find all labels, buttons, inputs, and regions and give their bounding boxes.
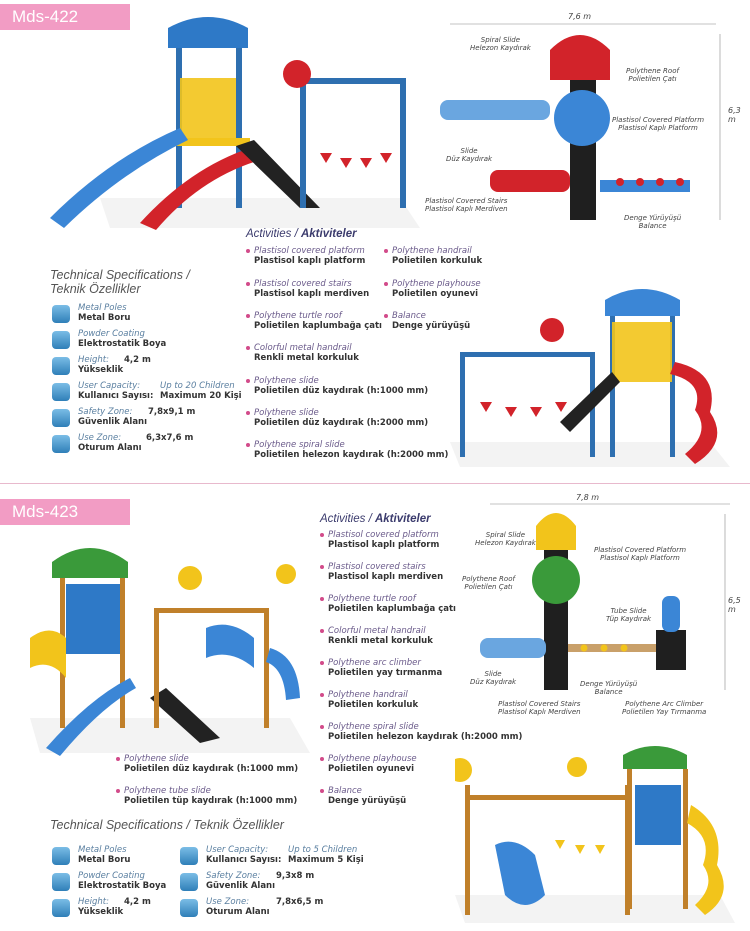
spec-item: Safety Zone:Güvenlik Alanı xyxy=(52,407,147,427)
paint-icon xyxy=(52,331,70,349)
playground-illustration xyxy=(50,17,420,230)
paint-icon xyxy=(52,873,70,891)
safety-zone-icon xyxy=(52,409,70,427)
use-zone-icon xyxy=(52,435,70,453)
safety-zone-icon xyxy=(180,873,198,891)
product-code-badge: Mds-422 xyxy=(0,4,130,30)
spec-item: User Capacity:Kullanıcı Sayısı: xyxy=(180,845,281,865)
spec-item: Use Zone:Oturum Alanı xyxy=(180,897,270,917)
spec-value: Up to 20 Children xyxy=(160,381,235,391)
plan-view-diagram xyxy=(440,23,721,220)
plan-view-diagram xyxy=(480,503,730,690)
playground-illustration-alt xyxy=(450,289,730,467)
users-icon xyxy=(52,383,70,401)
product-code-badge: Mds-423 xyxy=(0,499,130,525)
activities-heading: Activities / Aktiviteler xyxy=(320,513,431,525)
tech-spec-heading: Technical Specifications /Teknik Özellik… xyxy=(50,268,190,296)
spec-item: Height:Yükseklik xyxy=(52,355,123,375)
spec-item: Height:Yükseklik xyxy=(52,897,123,917)
spec-value: Maximum 5 Kişi xyxy=(288,855,364,865)
spec-item: Use Zone:Oturum Alanı xyxy=(52,433,142,453)
metal-pole-icon xyxy=(52,305,70,323)
metal-pole-icon xyxy=(52,847,70,865)
height-icon xyxy=(52,899,70,917)
tech-spec-heading: Technical Specifications / Teknik Özelli… xyxy=(50,818,284,832)
activities-heading: Activities / Aktiviteler xyxy=(246,228,357,240)
use-zone-icon xyxy=(180,899,198,917)
plan-depth-label: 6,5 m xyxy=(728,596,741,614)
spec-value: Maximum 20 Kişi xyxy=(160,391,242,401)
plan-depth-label: 6,3 m xyxy=(728,106,741,124)
spec-value: 6,3x7,6 m xyxy=(146,433,194,443)
spec-item: User Capacity:Kullanıcı Sayısı: xyxy=(52,381,153,401)
plan-width-label: 7,8 m xyxy=(576,493,600,502)
spec-value: 7,8x9,1 m xyxy=(148,407,196,417)
users-icon xyxy=(180,847,198,865)
spec-value: 4,2 m xyxy=(124,355,151,365)
section-divider xyxy=(0,483,750,484)
spec-item: Safety Zone:Güvenlik Alanı xyxy=(180,871,275,891)
spec-value: 9,3x8 m xyxy=(276,871,315,881)
spec-value: 7,8x6,5 m xyxy=(276,897,324,907)
spec-value: 4,2 m xyxy=(124,897,151,907)
plan-width-label: 7,6 m xyxy=(568,12,592,21)
playground-illustration xyxy=(30,548,310,756)
playground-illustration-alt xyxy=(455,746,735,923)
height-icon xyxy=(52,357,70,375)
spec-value: Up to 5 Children xyxy=(288,845,358,855)
